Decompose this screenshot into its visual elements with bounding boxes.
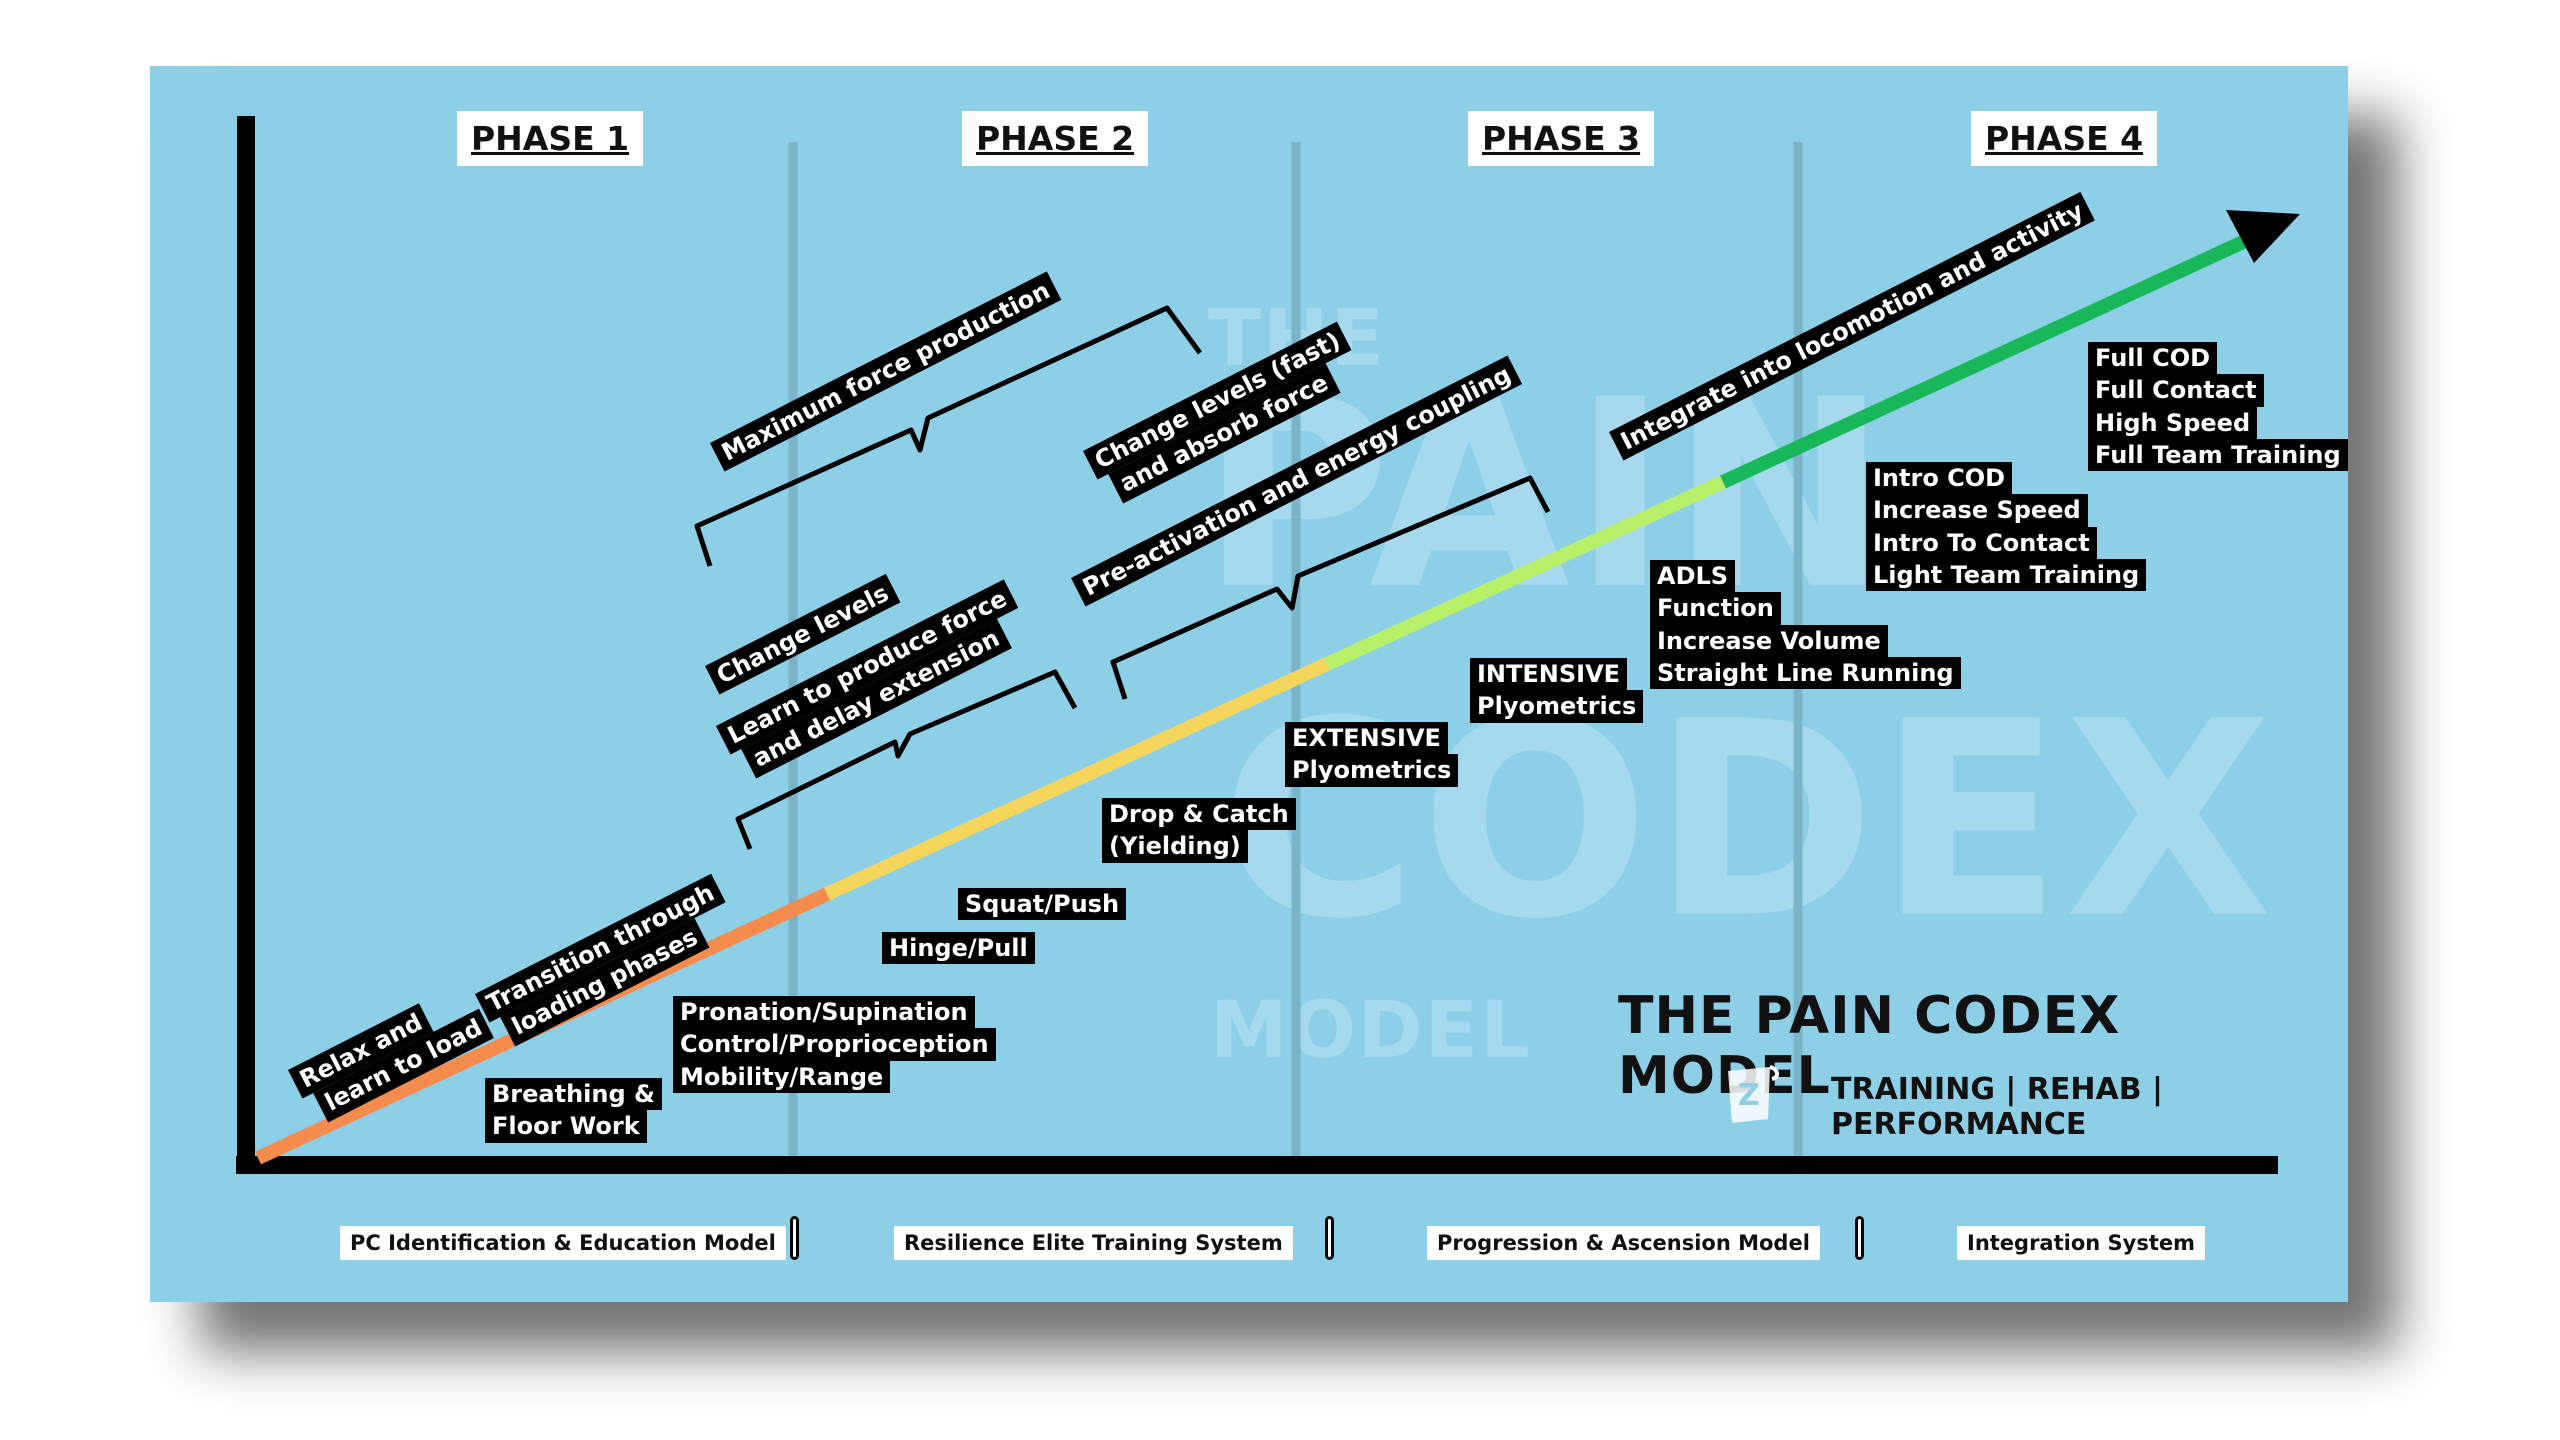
label-line: Increase Speed bbox=[1866, 494, 2088, 527]
svg-text:Z: Z bbox=[1738, 1078, 1760, 1113]
label-line: (Yielding) bbox=[1102, 830, 1248, 863]
label-line: ADLS bbox=[1650, 560, 1736, 593]
diagram-card: THE PAIN CODEX MODEL PHASE 1 PHASE 2 PHA… bbox=[150, 66, 2348, 1302]
label-line: Intro To Contact bbox=[1866, 526, 2097, 559]
arrow-segment-yellow bbox=[824, 657, 1330, 901]
phase-2-title: PHASE 2 bbox=[962, 111, 1149, 166]
system-progression-ascension: Progression & Ascension Model bbox=[1427, 1226, 1820, 1260]
pain-codex-logo-icon: Z bbox=[1728, 1065, 1779, 1123]
label-full-cod: Full COD Full Contact High Speed Full Te… bbox=[2088, 342, 2348, 472]
watermark-model: MODEL bbox=[1210, 986, 1532, 1076]
label-line: Light Team Training bbox=[1866, 558, 2147, 592]
label-hinge-pull: Hinge/Pull bbox=[882, 932, 1035, 965]
watermark-pain: PAIN bbox=[1200, 345, 1891, 647]
system-identification-education: PC Identification & Education Model bbox=[340, 1226, 786, 1260]
label-intro-cod: Intro COD Increase Speed Intro To Contac… bbox=[1866, 462, 2147, 592]
label-line: Plyometrics bbox=[1470, 690, 1644, 723]
bracket-1 bbox=[735, 669, 1078, 850]
system-integration: Integration System bbox=[1957, 1226, 2206, 1260]
label-intensive-plyometrics: INTENSIVE Plyometrics bbox=[1470, 658, 1644, 723]
bracket-2 bbox=[694, 305, 1203, 567]
phase-1-title: PHASE 1 bbox=[457, 111, 644, 166]
system-separator-3 bbox=[1855, 1216, 1864, 1260]
label-line: Mobility/Range bbox=[673, 1060, 891, 1093]
label-line: Straight Line Running bbox=[1650, 656, 1961, 690]
label-line: Floor Work bbox=[485, 1110, 647, 1143]
system-separator-2 bbox=[1325, 1216, 1334, 1260]
bracket-3 bbox=[1110, 475, 1551, 700]
arrow-segment-lime bbox=[1324, 475, 1726, 671]
system-resilience-elite: Resilience Elite Training System bbox=[894, 1226, 1293, 1260]
label-line: INTENSIVE bbox=[1470, 658, 1628, 691]
label-line: Function bbox=[1650, 592, 1781, 625]
label-line: EXTENSIVE bbox=[1285, 722, 1448, 755]
label-line: High Speed bbox=[2088, 406, 2258, 439]
model-title: THE PAIN CODEX MODEL bbox=[1618, 986, 2121, 1106]
label-line: Intro COD bbox=[1866, 462, 2013, 495]
label-pronation-control: Pronation/Supination Control/Propriocept… bbox=[673, 996, 996, 1093]
label-line: Drop & Catch bbox=[1102, 798, 1296, 831]
label-line: Pronation/Supination bbox=[673, 996, 975, 1029]
arrow-segment-green bbox=[1720, 224, 2270, 489]
model-subtitle: TRAINING | REHAB | PERFORMANCE bbox=[1831, 1072, 2163, 1142]
label-line: Control/Proprioception bbox=[673, 1028, 996, 1061]
label-line: Breathing & bbox=[485, 1078, 662, 1111]
label-line: Full Contact bbox=[2088, 374, 2264, 407]
label-line: Plyometrics bbox=[1285, 754, 1459, 787]
label-line: Full Team Training bbox=[2088, 438, 2348, 472]
label-drop-catch: Drop & Catch (Yielding) bbox=[1102, 798, 1296, 863]
phase-4-title: PHASE 4 bbox=[1971, 111, 2158, 166]
label-line: Full COD bbox=[2088, 342, 2218, 375]
label-extensive-plyometrics: EXTENSIVE Plyometrics bbox=[1285, 722, 1459, 787]
arrow-head bbox=[2226, 210, 2300, 263]
label-line: Increase Volume bbox=[1650, 624, 1888, 657]
label-squat-push: Squat/Push bbox=[958, 888, 1127, 921]
label-adls: ADLS Function Increase Volume Straight L… bbox=[1650, 560, 1961, 690]
system-separator-1 bbox=[790, 1216, 799, 1260]
label-breathing-floor: Breathing & Floor Work bbox=[485, 1078, 662, 1143]
phase-3-title: PHASE 3 bbox=[1468, 111, 1655, 166]
